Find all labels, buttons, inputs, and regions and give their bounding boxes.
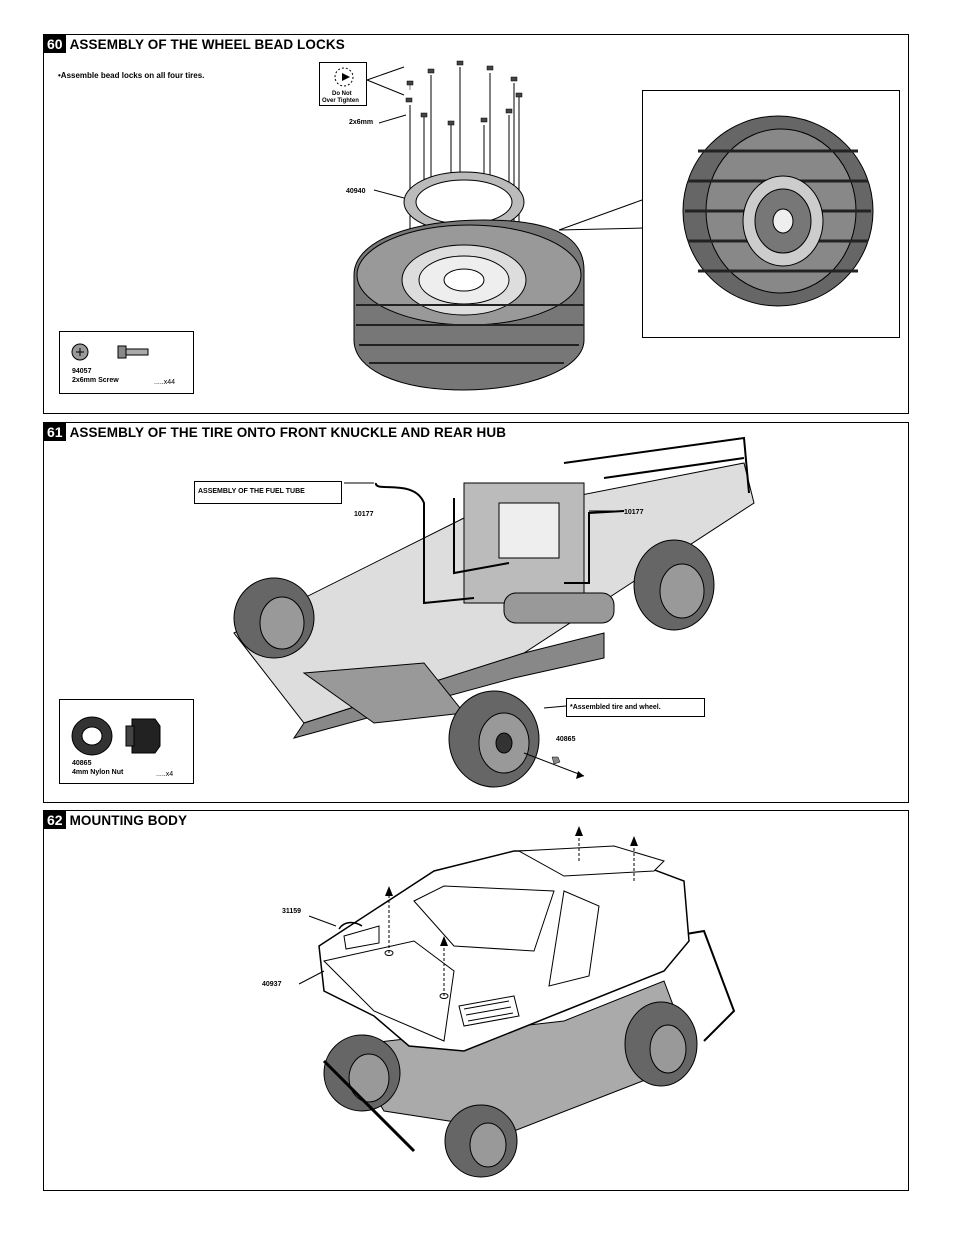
step-60-panel: 60 ASSEMBLY OF THE WHEEL BEAD LOCKS •Ass… (43, 34, 909, 414)
fuel-tube-box: ASSEMBLY OF THE FUEL TUBE (194, 481, 342, 504)
fuel-part-right: 10177 (624, 509, 644, 516)
tire-illustration (682, 115, 874, 307)
step-number: 60 (44, 35, 66, 53)
fuel-part-left: 10177 (354, 511, 374, 518)
step-title: ASSEMBLY OF THE TIRE ONTO FRONT KNUCKLE … (69, 424, 507, 440)
step-61-drawing (233, 436, 755, 788)
step-note: •Assemble bead locks on all four tires. (58, 71, 205, 80)
parts-box-screw: 94057 2x6mm Screw .....x44 (59, 331, 194, 394)
step-60-header: 60 ASSEMBLY OF THE WHEEL BEAD LOCKS (44, 35, 345, 53)
parts-number: 94057 (72, 368, 92, 375)
nut-part-label: 40865 (556, 736, 576, 743)
warning-line-2: Over Tighten (322, 98, 359, 104)
step-62-drawing (298, 826, 736, 1178)
step-61-header: 61 ASSEMBLY OF THE TIRE ONTO FRONT KNUCK… (44, 423, 506, 441)
parts-name: 4mm Nylon Nut (72, 769, 124, 776)
step-62-header: 62 MOUNTING BODY (44, 811, 187, 829)
do-not-overtighten-callout: Do Not Over Tighten (319, 62, 367, 106)
assembled-note: *Assembled tire and wheel. (570, 704, 661, 711)
assembled-note-box: *Assembled tire and wheel. (566, 698, 705, 717)
beadlock-part-label: 40940 (346, 188, 366, 195)
parts-qty: .....x44 (154, 379, 176, 386)
screw-parts-icon (71, 343, 149, 361)
screw-size-label: 2x6mm (349, 119, 374, 126)
rotation-arrow-icon (334, 67, 354, 87)
clip-part-label: 31159 (282, 908, 302, 915)
parts-name: 2x6mm Screw (72, 377, 119, 384)
step-61-panel: 61 ASSEMBLY OF THE TIRE ONTO FRONT KNUCK… (43, 422, 909, 803)
finished-tire-detail (642, 90, 900, 338)
step-number: 61 (44, 423, 66, 441)
parts-qty: .....x4 (156, 771, 174, 778)
step-62-panel: 62 MOUNTING BODY 31 (43, 810, 909, 1191)
step-title: MOUNTING BODY (69, 812, 188, 828)
parts-number: 40865 (72, 760, 92, 767)
warning-line-1: Do Not (332, 91, 352, 97)
body-part-label: 40937 (262, 981, 282, 988)
step-60-drawing (353, 60, 645, 391)
step-title: ASSEMBLY OF THE WHEEL BEAD LOCKS (69, 36, 345, 52)
screw-icon (406, 80, 414, 90)
parts-box-nut: 40865 4mm Nylon Nut .....x4 (59, 699, 194, 784)
step-number: 62 (44, 811, 66, 829)
fuel-tube-label: ASSEMBLY OF THE FUEL TUBE (198, 488, 305, 495)
nylon-nut-icon (71, 716, 161, 756)
